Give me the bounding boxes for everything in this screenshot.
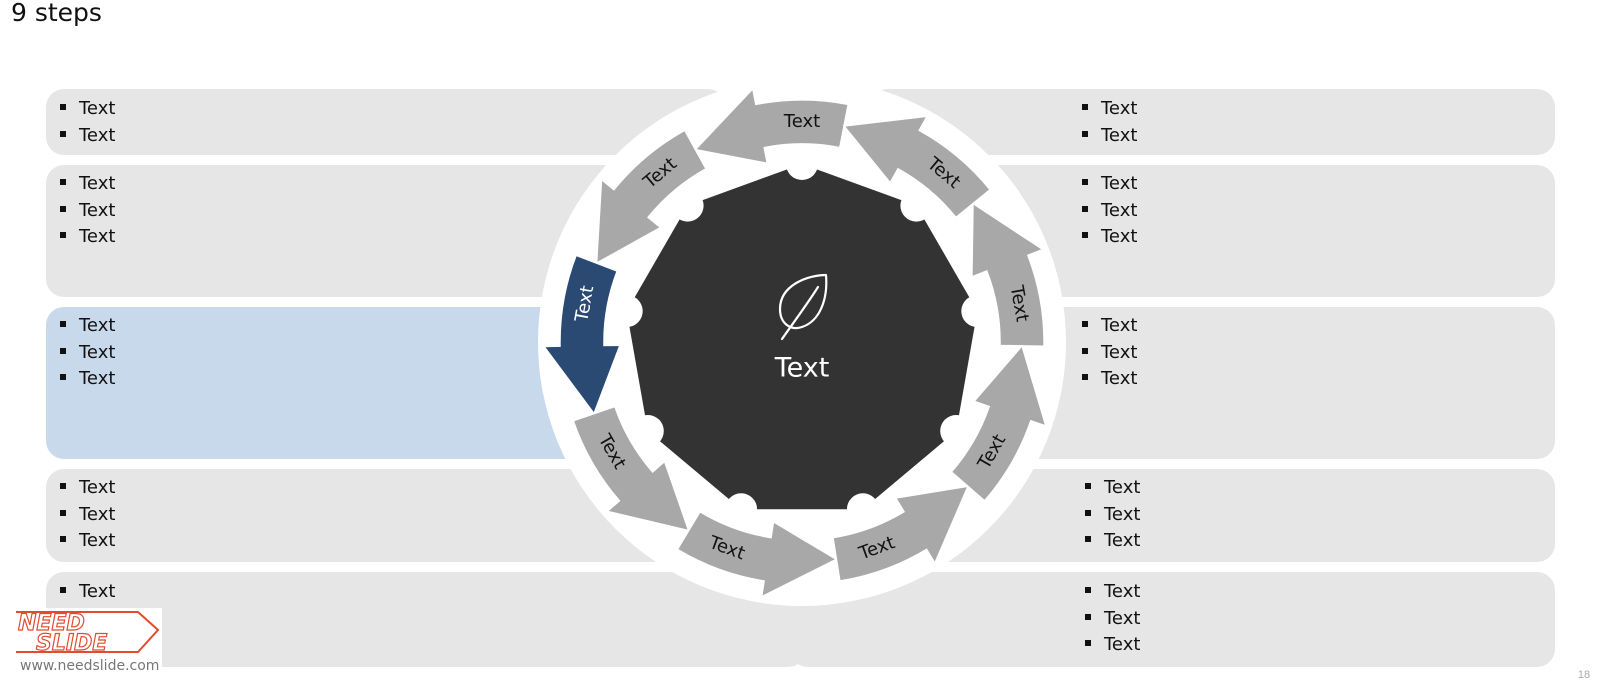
bullets-right-5: Text Text Text bbox=[1085, 579, 1140, 659]
bullets-right-3: Text Text Text bbox=[1082, 313, 1137, 393]
bullet-item: Text bbox=[60, 96, 115, 123]
bullet-item: Text bbox=[60, 340, 115, 367]
bullets-right-1: Text Text bbox=[1082, 96, 1137, 149]
bullets-left-4: Text Text Text bbox=[60, 475, 115, 555]
bullet-item: Text bbox=[60, 366, 115, 393]
page-title: 9 steps bbox=[11, 0, 102, 27]
logo-mark-icon: NEED SLIDE bbox=[16, 610, 160, 657]
panel-right-1 bbox=[870, 89, 1555, 155]
center-notch bbox=[610, 295, 643, 328]
bullet-item: Text bbox=[60, 224, 115, 251]
bullet-item: Text bbox=[60, 123, 115, 150]
bullet-item: Text bbox=[60, 475, 115, 502]
bullet-item: Text bbox=[60, 313, 115, 340]
center-notch bbox=[961, 295, 994, 328]
bullet-item: Text bbox=[1082, 224, 1137, 251]
step-arrow-9 bbox=[842, 115, 992, 219]
panel-left-5 bbox=[46, 572, 806, 667]
bullet-item: Text bbox=[1082, 366, 1137, 393]
panel-left-1 bbox=[46, 89, 726, 155]
bullet-item: Text bbox=[60, 528, 115, 555]
bullets-right-4: Text Text Text bbox=[1085, 475, 1140, 555]
logo-url[interactable]: www.needslide.com bbox=[20, 658, 160, 674]
bullet-item: Text bbox=[1085, 579, 1140, 606]
logo-word-slide: SLIDE bbox=[36, 631, 107, 656]
step-label-1: Text bbox=[783, 111, 820, 132]
page-number: 18 bbox=[1577, 669, 1591, 681]
bullets-right-2: Text Text Text bbox=[1082, 171, 1137, 251]
bullet-item: Text bbox=[1082, 313, 1137, 340]
leaf-icon bbox=[778, 273, 828, 341]
bullet-item: Text bbox=[1082, 123, 1137, 150]
panel-right-3 bbox=[975, 307, 1555, 459]
panel-left-4 bbox=[46, 469, 686, 562]
bullet-item: Text bbox=[60, 579, 115, 606]
bullet-item: Text bbox=[1082, 198, 1137, 225]
center-label: Text bbox=[774, 353, 830, 384]
bullets-left-5: Text bbox=[60, 579, 115, 606]
step-arrows bbox=[542, 87, 1048, 599]
bullet-item: Text bbox=[1085, 606, 1140, 633]
bullet-item: Text bbox=[1082, 171, 1137, 198]
bullet-item: Text bbox=[1082, 96, 1137, 123]
center-notch bbox=[786, 148, 818, 180]
bullet-item: Text bbox=[1085, 632, 1140, 659]
panel-left-3 bbox=[46, 307, 626, 459]
bullet-item: Text bbox=[60, 171, 115, 198]
bullet-item: Text bbox=[1085, 502, 1140, 529]
bullet-item: Text bbox=[60, 198, 115, 225]
center-notch bbox=[940, 415, 973, 447]
center-notch bbox=[725, 493, 758, 526]
center-notches bbox=[610, 148, 994, 526]
needslide-logo[interactable]: NEED SLIDE www.needslide.com bbox=[14, 608, 162, 686]
logo-word-need: NEED bbox=[18, 611, 85, 636]
center-notch bbox=[900, 189, 933, 222]
bullet-item: Text bbox=[60, 502, 115, 529]
center-notch bbox=[671, 189, 704, 222]
bullet-item: Text bbox=[1085, 475, 1140, 502]
center-notch bbox=[631, 415, 664, 447]
bullets-left-1: Text Text bbox=[60, 96, 115, 149]
bullet-item: Text bbox=[1085, 528, 1140, 555]
center-notch bbox=[846, 493, 879, 526]
bullets-left-2: Text Text Text bbox=[60, 171, 115, 251]
center-nonagon bbox=[626, 164, 978, 510]
panel-right-5 bbox=[790, 572, 1555, 667]
bullet-item: Text bbox=[1082, 340, 1137, 367]
bullets-left-3: Text Text Text bbox=[60, 313, 115, 393]
